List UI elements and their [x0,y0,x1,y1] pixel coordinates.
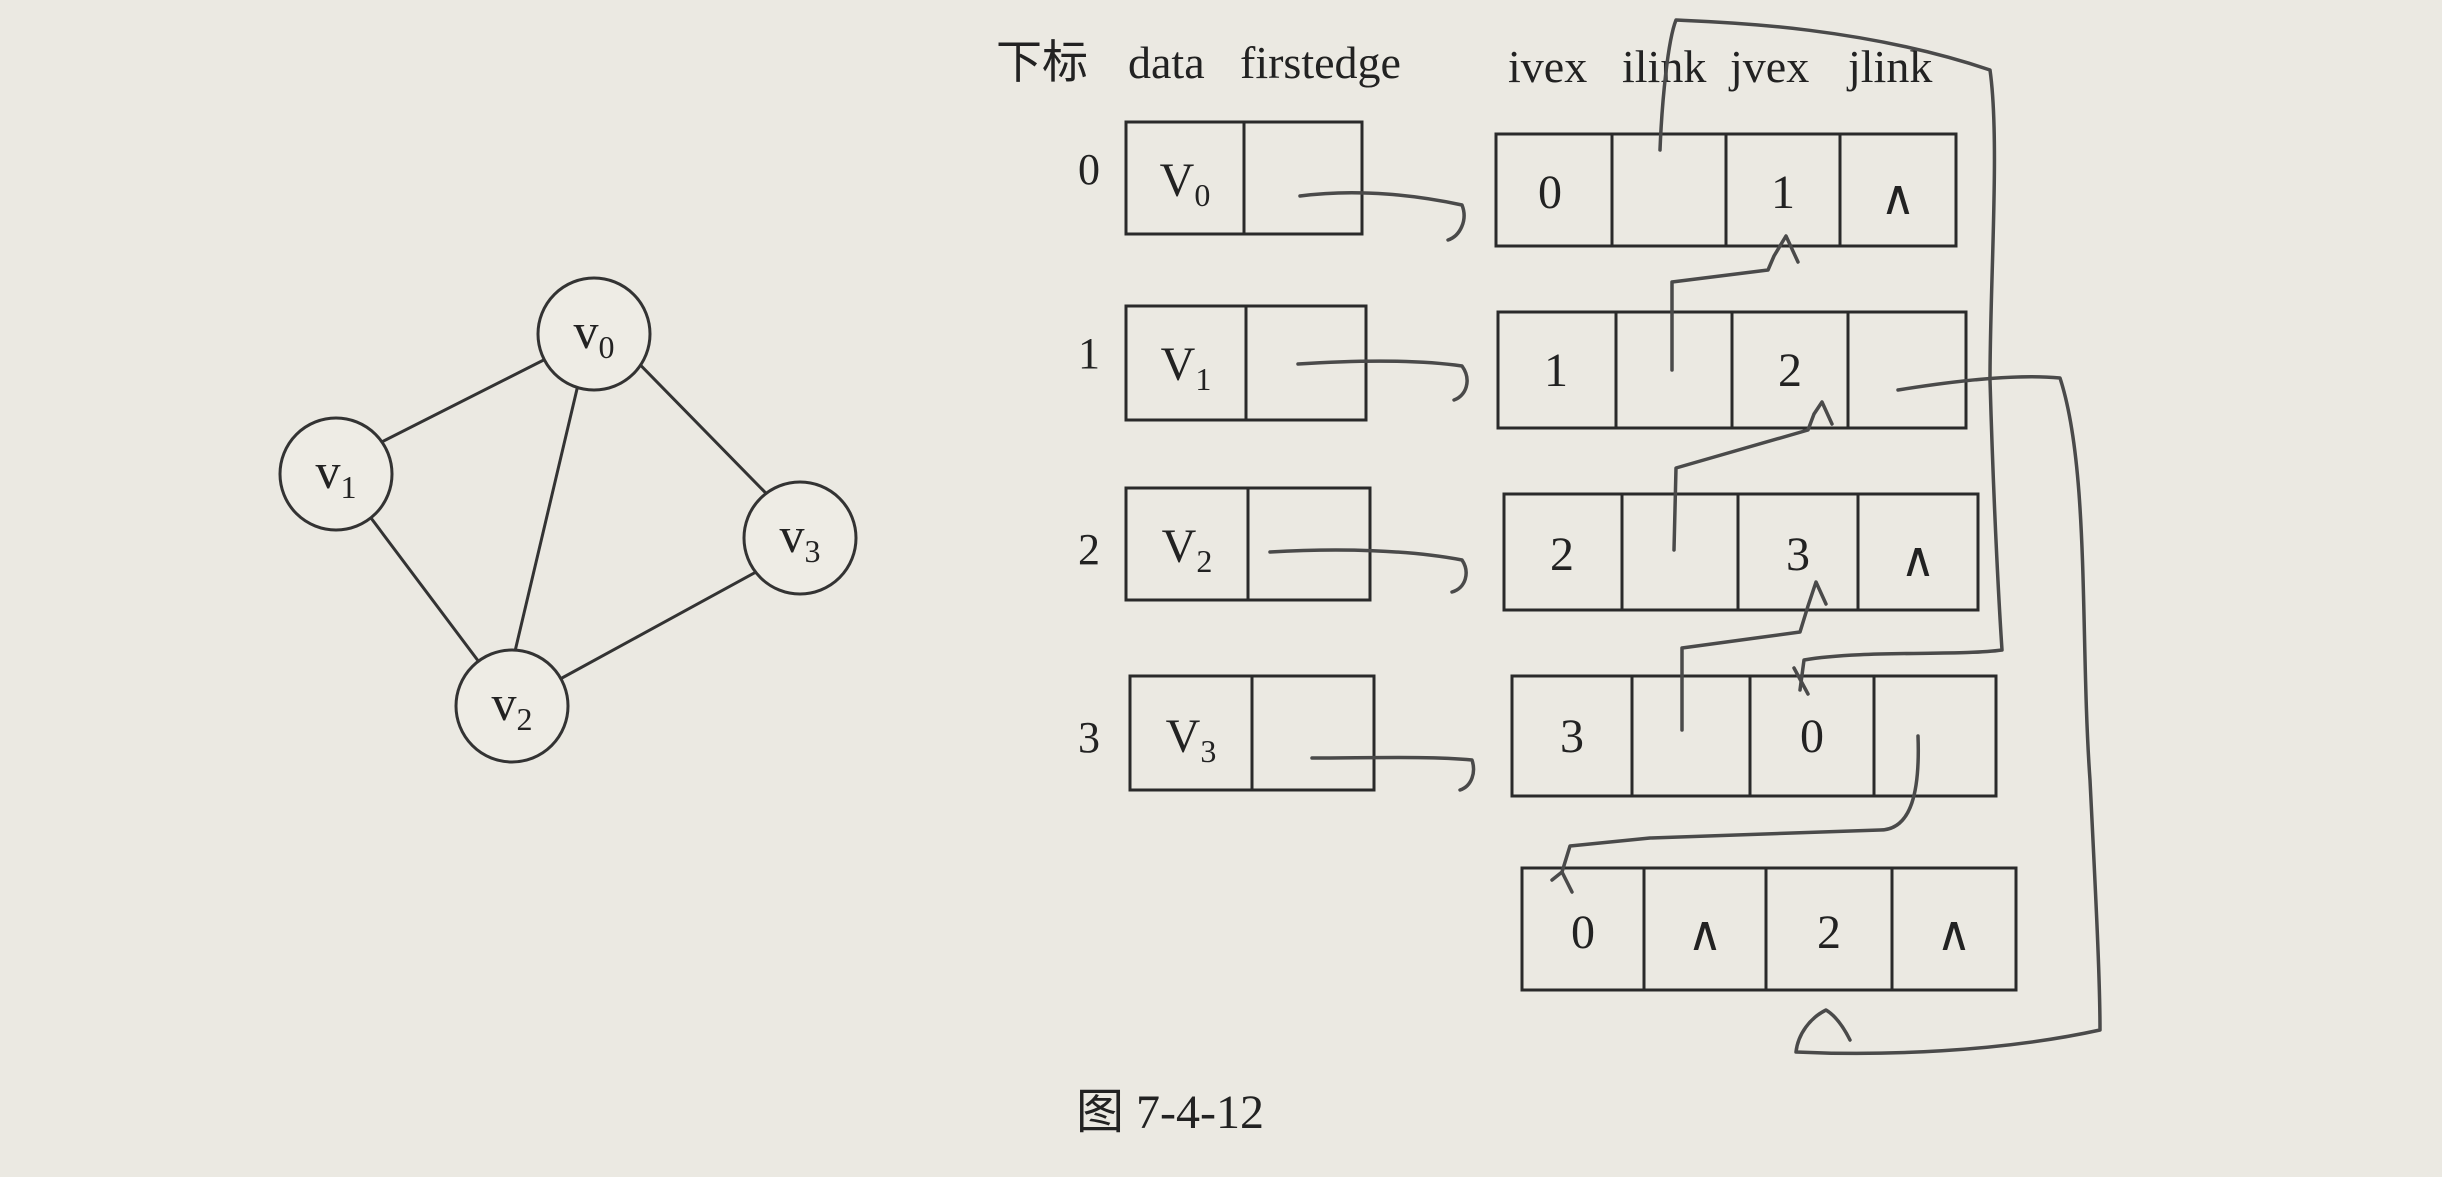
edge-ivex: 1 [1544,344,1568,397]
edge-jvex: 3 [1786,528,1810,581]
edge-jvex: 2 [1778,344,1802,397]
svg-text:V2: V2 [1162,520,1213,579]
svg-text:V1: V1 [1161,338,1212,397]
header-data: data [1128,37,1205,88]
vertex-row: 3 V3 [1078,674,1376,792]
vertex-index: 0 [1078,145,1100,194]
svg-text:v2: v2 [492,675,533,737]
edge-jvex: 0 [1800,710,1824,763]
graph-node-v2: v2 [454,648,570,764]
firstedge-arrow [1298,190,1466,242]
graph: v0 v1 v3 v2 [278,276,858,764]
vertex-index: 1 [1078,329,1100,378]
edge-ivex: 2 [1550,528,1574,581]
svg-text:v3: v3 [780,507,821,569]
jlink-arrow [1550,734,1921,882]
loop-arrow-jlink-row1 [1794,375,2102,1056]
figure-caption: 图 7-4-12 [1076,1086,1264,1139]
loop-arrow-ilink-row0 [1658,18,2004,692]
edge-jlink: ∧ [1936,908,1971,961]
graph-edge-v0-v2 [510,333,592,665]
vertex-index: 2 [1078,525,1100,574]
header-firstedge: firstedge [1240,37,1401,88]
edge-jlink: ∧ [1900,534,1935,587]
firstedge-arrow [1268,548,1468,594]
firstedge-arrow [1310,755,1476,792]
svg-text:v1: v1 [316,443,357,505]
vertex-row: 1 V1 [1078,304,1368,422]
svg-text:V3: V3 [1166,710,1217,769]
svg-text:V0: V0 [1160,154,1211,213]
ilink-arrow [1670,234,1800,372]
ilink-arrow [1672,400,1834,552]
edge-node: 0 1 ∧ [1494,132,1958,248]
graph-node-v1: v1 [278,416,394,532]
vertex-row: 2 V2 [1078,486,1372,602]
edge-ivex: 0 [1571,906,1595,959]
edge-jvex: 1 [1771,166,1795,219]
edge-node-list: 0 1 ∧ 1 2 2 3 ∧ [1494,132,2018,992]
vertex-table: 0 V0 1 V1 2 V2 3 V3 [1078,120,1376,792]
edge-jvex: 2 [1817,906,1841,959]
svg-text:v0: v0 [574,303,615,365]
edge-node: 3 0 [1510,674,1998,798]
handdrawn-pointers [1268,18,2102,1056]
edge-jlink: ∧ [1880,172,1915,225]
edge-ilink: ∧ [1687,908,1722,961]
edge-ivex: 3 [1560,710,1584,763]
graph-node-v3: v3 [742,480,858,596]
ilink-arrow [1680,580,1828,732]
header-ivex: ivex [1508,41,1587,92]
firstedge-arrow [1296,359,1469,402]
edge-node: 1 2 [1496,310,1968,430]
table-headers: 下标 data firstedge ivex ilink jvex jlink [996,37,1932,92]
vertex-row: 0 V0 [1078,120,1364,236]
vertex-index: 3 [1078,713,1100,762]
graph-node-v0: v0 [536,276,652,392]
edge-node: 0 ∧ 2 ∧ [1520,866,2018,992]
edge-node: 2 3 ∧ [1502,492,1980,612]
edge-ivex: 0 [1538,166,1562,219]
header-jvex: jvex [1728,41,1809,92]
header-subscript: 下标 [996,37,1088,88]
